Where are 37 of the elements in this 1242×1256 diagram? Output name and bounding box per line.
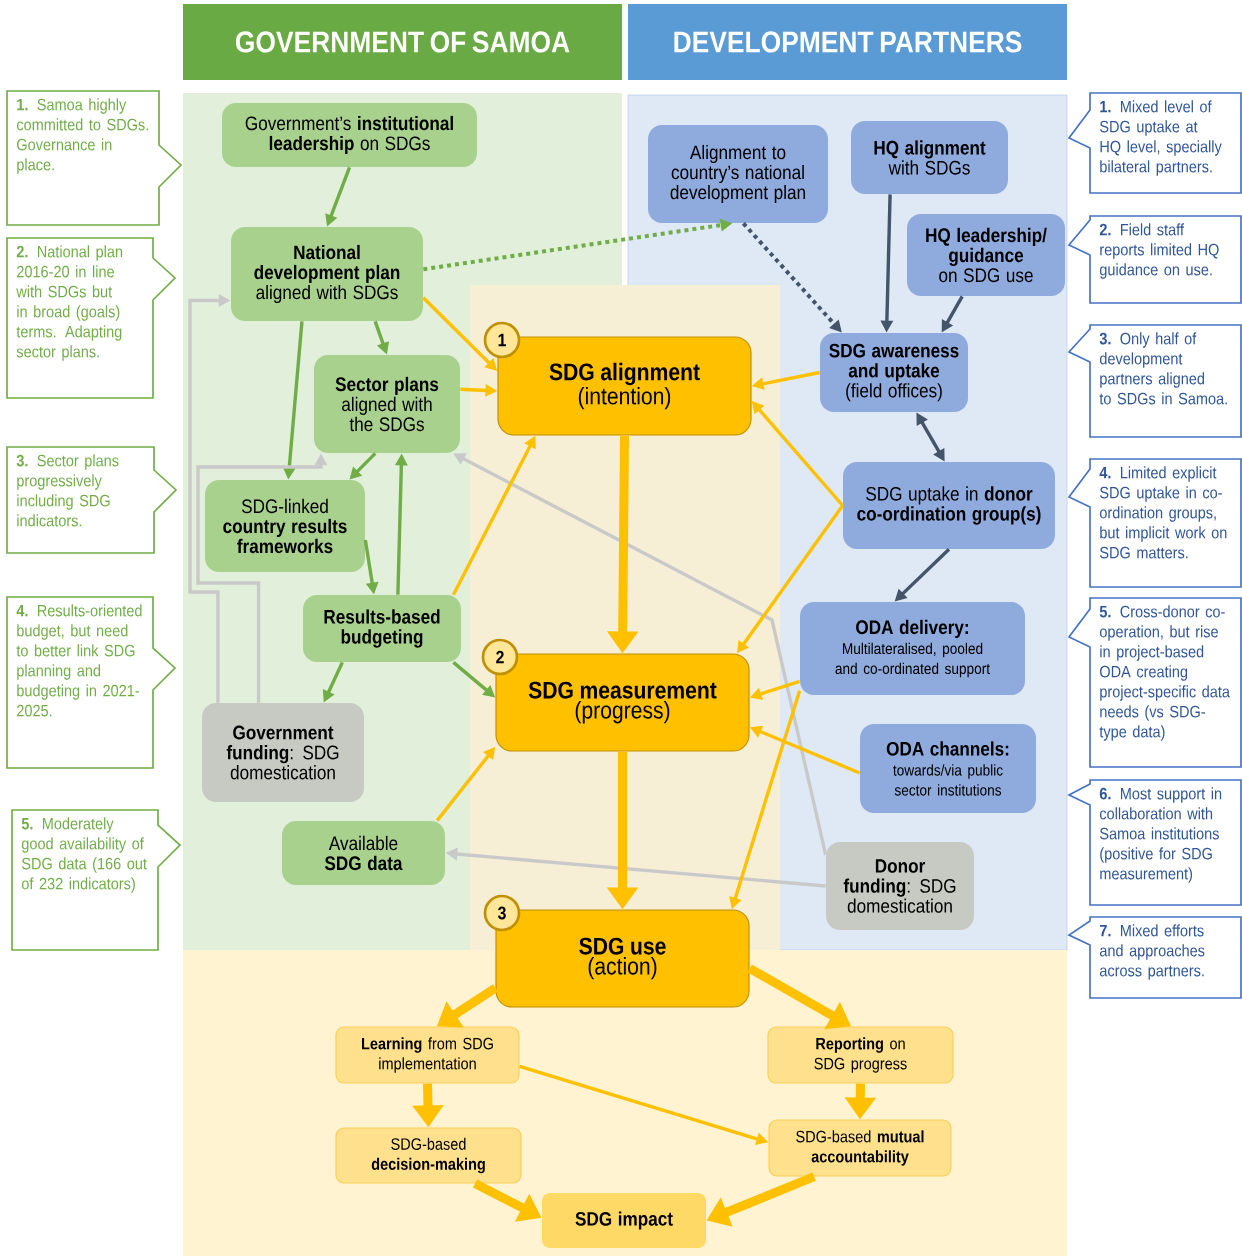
process-box: ODA delivery: Multilateralised, pooled and co-ordinated support xyxy=(800,602,1025,695)
outcome-box: SDG-based decision-making xyxy=(335,1127,522,1184)
number-badge: 1 xyxy=(483,321,521,359)
callout: 2. Field staff reports limited HQ guidance on use. xyxy=(1067,215,1242,304)
process-box: Available SDG data xyxy=(282,821,445,885)
number-badge: 3 xyxy=(483,894,521,932)
process-box: ODA channels: towards/via public sector institutions xyxy=(860,724,1036,813)
callout: 1. Mixed level of SDG uptake at HQ level, specially bilateral partners. xyxy=(1067,92,1242,194)
outcome-box: SDG impact xyxy=(542,1193,706,1248)
callout: 7. Mixed efforts and approaches across partners. xyxy=(1067,916,1242,999)
process-box: HQ alignment with SDGs xyxy=(851,121,1008,194)
callout: 2. National plan 2016-20 in line with SDGs but in broad (goals) terms. Adapting sector plans. xyxy=(6,237,177,399)
process-box: Government funding: SDG domestication xyxy=(202,703,364,802)
outcome-box: SDG-based mutual accountability xyxy=(768,1119,952,1177)
callout: 5. Cross-donor co-operation, but rise in project-based ODA creating project-specific data needs (vs SDG-type data) xyxy=(1067,597,1242,768)
process-box: SDG-linked country results frameworks xyxy=(205,480,365,572)
callout: 4. Limited explicit SDG uptake in co-ordination groups, but implicit work on SDG matters. xyxy=(1067,458,1242,588)
process-box: SDG awareness and uptake (field offices) xyxy=(820,333,968,412)
callout: 1. Samoa highly committed to SDGs. Governance in place. xyxy=(6,90,183,226)
header-banner: DEVELOPMENT PARTNERS xyxy=(628,4,1067,80)
process-box: Sector plans aligned with the SDGs xyxy=(314,355,460,453)
callout: 3. Sector plans progressively including SDG indicators. xyxy=(6,446,178,554)
process-box: Government’s institutional leadership on SDGs xyxy=(222,103,477,167)
callout: 6. Most support in collaboration with Samoa institutions (positive for SDG measurement) xyxy=(1067,779,1242,906)
number-badge: 2 xyxy=(481,638,519,676)
process-box: Donor funding: SDG domestication xyxy=(826,842,974,930)
header-banner: GOVERNMENT OF SAMOA xyxy=(183,4,622,80)
process-box: SDG uptake in donor co-ordination group(s) xyxy=(843,462,1055,549)
callout: 3. Only half of development partners aligned to SDGs in Samoa. xyxy=(1067,324,1242,438)
outcome-box: Learning from SDG implementation xyxy=(335,1026,520,1084)
callout: 4. Results-oriented budget, but need to better link SDG planning and budgeting in 2021-2025. xyxy=(6,596,177,769)
process-box: National development plan aligned with SDGs xyxy=(231,227,423,321)
outcome-box: Reporting on SDG progress xyxy=(767,1026,954,1084)
process-box: HQ leadership/ guidance on SDG use xyxy=(907,214,1065,296)
callout: 5. Moderately good availability of SDG data (166 out of 232 indicators) xyxy=(11,809,182,951)
process-box: Results-based budgeting xyxy=(303,595,461,662)
process-box: Alignment to country’s national development plan xyxy=(648,125,828,223)
